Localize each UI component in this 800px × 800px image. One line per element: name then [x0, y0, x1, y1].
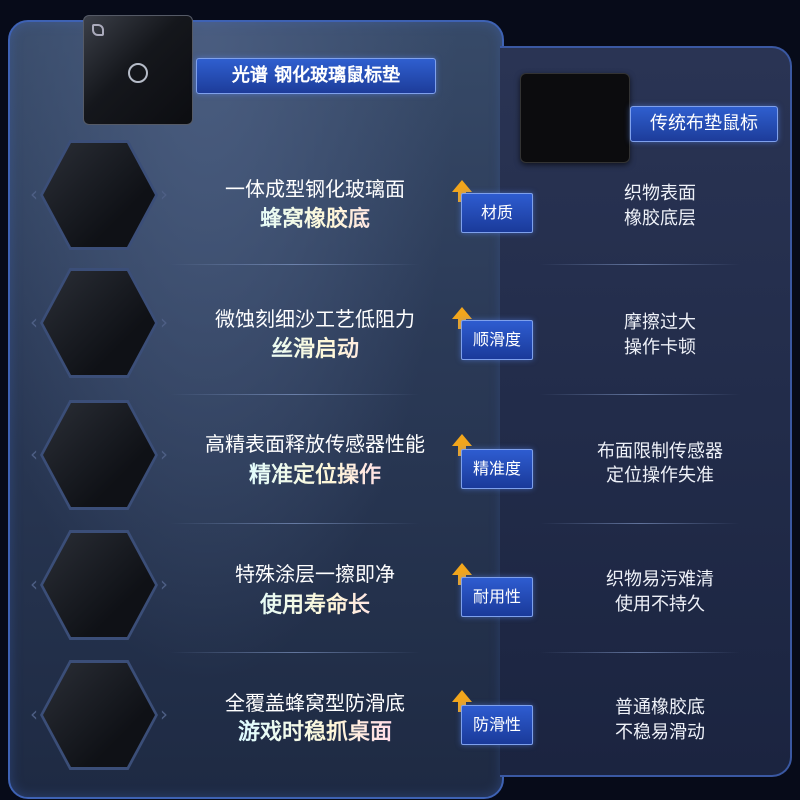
category-badge-material: 材质	[461, 193, 533, 233]
glass-feature-text: 高精表面释放传感器性能	[205, 432, 425, 456]
category-badge-durability: 耐用性	[461, 577, 533, 617]
glass-feature-highlight: 精准定位操作	[170, 462, 460, 490]
cloth-feature-text: 摩擦过大	[624, 312, 696, 333]
chevron-left-icon: ‹	[30, 572, 38, 596]
divider	[540, 264, 740, 265]
glass-feature-highlight: 蜂窝橡胶底	[170, 206, 460, 234]
glass-product-title: 光谱 钢化玻璃鼠标垫	[196, 58, 436, 94]
cloth-pad-image	[520, 73, 630, 163]
brand-logo-icon	[92, 24, 104, 36]
cloth-feature-text: 布面限制传感器	[597, 441, 723, 462]
sensor-mark-icon	[128, 63, 148, 83]
cloth-product-title: 传统布垫鼠标	[630, 106, 778, 142]
cloth-feature-text: 不稳易滑动	[615, 722, 705, 743]
glass-feature-text: 一体成型钢化玻璃面	[225, 177, 405, 201]
chevron-left-icon: ‹	[30, 702, 38, 726]
divider	[540, 652, 740, 653]
chevron-left-icon: ‹	[30, 182, 38, 206]
glass-feature-text: 全覆盖蜂窝型防滑底	[225, 691, 405, 715]
category-badge-smoothness: 顺滑度	[461, 320, 533, 360]
cloth-feature-text: 定位操作失准	[606, 465, 714, 486]
feature-image-precision	[40, 400, 158, 510]
divider	[540, 523, 740, 524]
cloth-pad-panel	[500, 46, 792, 777]
feature-image-smoothness	[40, 268, 158, 378]
cloth-feature-text: 橡胶底层	[624, 208, 696, 229]
divider	[170, 523, 420, 524]
glass-pad-image	[83, 15, 193, 125]
divider	[170, 652, 420, 653]
chevron-right-icon: ›	[160, 442, 168, 466]
chevron-right-icon: ›	[160, 702, 168, 726]
divider	[170, 394, 420, 395]
glass-feature-highlight: 丝滑启动	[170, 336, 460, 364]
category-badge-precision: 精准度	[461, 449, 533, 489]
glass-feature-text: 特殊涂层一擦即净	[235, 562, 395, 586]
chevron-right-icon: ›	[160, 182, 168, 206]
divider	[170, 264, 420, 265]
glass-feature-highlight: 使用寿命长	[170, 592, 460, 620]
category-badge-anti-slip: 防滑性	[461, 705, 533, 745]
chevron-right-icon: ›	[160, 572, 168, 596]
cloth-feature-text: 织物易污难清	[606, 569, 714, 590]
cloth-feature-text: 操作卡顿	[624, 337, 696, 358]
cloth-feature-text: 使用不持久	[615, 594, 705, 615]
chevron-right-icon: ›	[160, 310, 168, 334]
cloth-feature-text: 织物表面	[624, 183, 696, 204]
glass-feature-text: 微蚀刻细沙工艺低阻力	[215, 307, 415, 331]
divider	[540, 394, 740, 395]
glass-feature-highlight: 游戏时稳抓桌面	[170, 719, 460, 747]
chevron-left-icon: ‹	[30, 310, 38, 334]
chevron-left-icon: ‹	[30, 442, 38, 466]
cloth-feature-text: 普通橡胶底	[615, 697, 705, 718]
